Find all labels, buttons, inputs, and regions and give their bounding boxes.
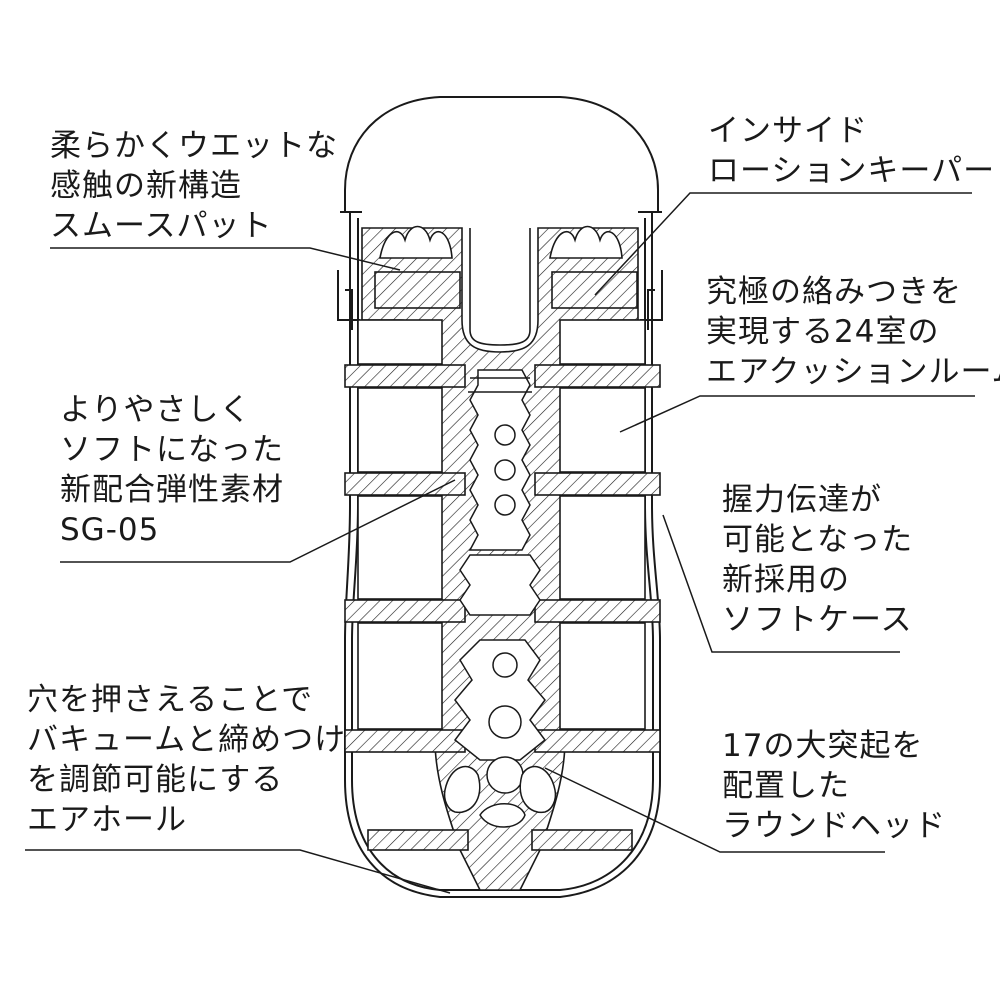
leader-round-head [544,767,885,853]
leader-lotion-keeper [594,192,972,296]
leader-material [60,479,456,563]
leader-air-hole [25,849,451,894]
leader-soft-case [662,514,900,653]
label-air-hole: 穴を押さえることで バキュームと締めつけ を調節可能にする エアホール [27,682,347,838]
central-channel [443,369,557,828]
label-round-head: 17の大突起を 配置した ラウンドヘッド [722,728,946,844]
label-material: よりやさしく ソフトになった 新配合弾性素材 SG-05 [60,392,284,548]
leader-lines [25,192,975,894]
leader-smooth-pad [50,247,401,271]
label-soft-case: 握力伝達が 可能となった 新採用の ソフトケース [722,482,914,638]
label-lotion-keeper: インサイド ローションキーパー [708,113,996,189]
air-cushion-chambers [344,319,661,851]
leader-air-cushion [619,395,975,433]
label-air-cushion: 究極の絡みつきを 実現する24室の エアクッションルーム [706,274,1000,390]
label-smooth-pad: 柔らかくウエットな 感触の新構造 スムースパット [50,128,338,244]
